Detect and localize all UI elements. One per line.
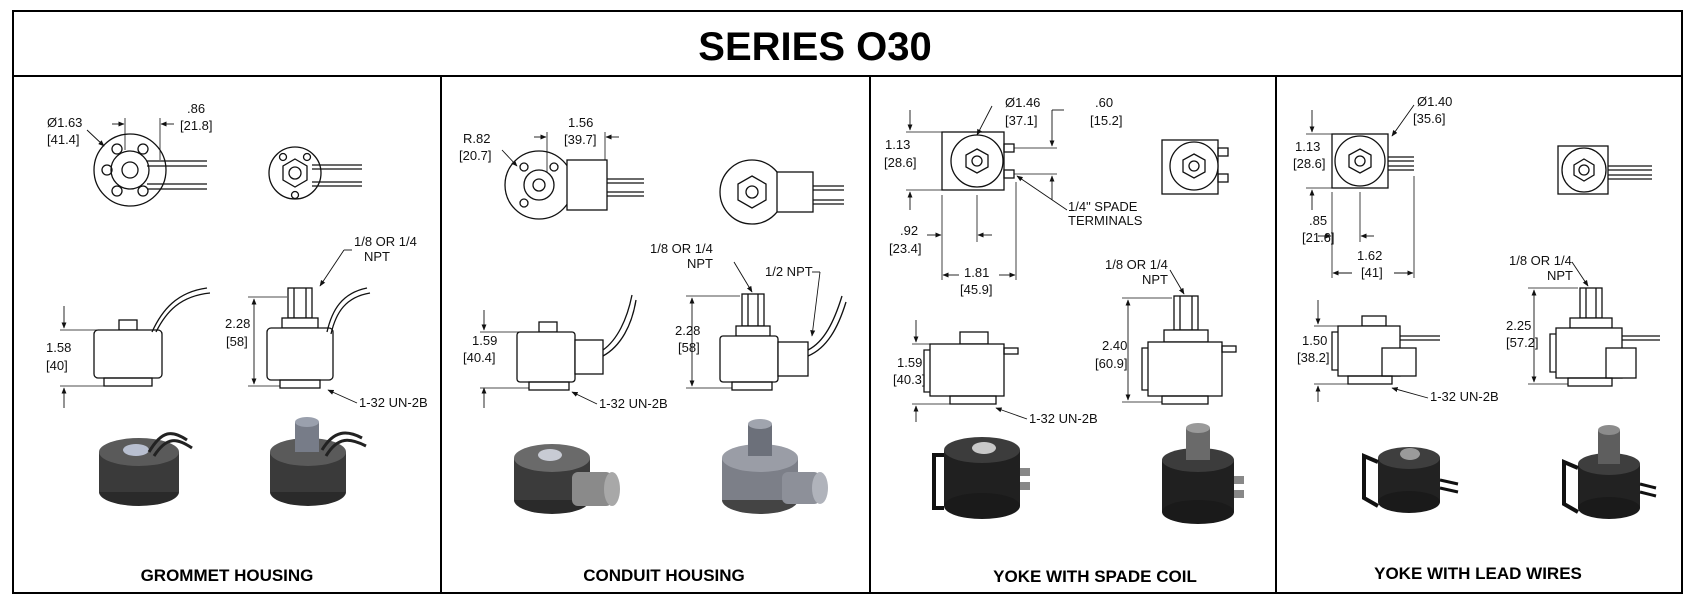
dim-spade-offset: .92 [900,223,918,238]
dim-spade-height2-mm: [60.9] [1095,356,1128,371]
dim-spade-diameter: Ø1.46 [1005,95,1040,110]
conduit-render-2 [722,419,828,514]
dim-lead-npt: 1/8 OR 1/4 [1509,253,1572,268]
panel-grommet-housing: Ø1.63 [41.4] .86 [21.8] 1.58 [40] [46,101,428,585]
lead-top-view-npt [1557,145,1652,195]
conduit-side-view-npt [686,261,847,391]
caption-yoke-spade-coil: YOKE WITH SPADE COIL [993,567,1197,586]
dim-conduit-npt-line2: NPT [687,256,713,271]
dim-lead-height2-mm: [57.2] [1506,335,1539,350]
lead-side-view-npt [1528,261,1660,387]
caption-yoke-lead-wires: YOKE WITH LEAD WIRES [1374,564,1582,583]
dim-spade-terminals: 1/4" SPADE [1068,199,1138,214]
dim-grommet-thread: 1-32 UN-2B [359,395,428,410]
dim-conduit-conduit-npt: 1/2 NPT [765,264,813,279]
grommet-top-view [86,118,207,207]
dim-grommet-offset-mm: [21.8] [180,118,213,133]
caption-conduit-housing: CONDUIT HOUSING [583,566,745,585]
spade-render-2 [1162,423,1244,524]
dim-spade-thread: 1-32 UN-2B [1029,411,1098,426]
dim-spade-diameter-mm: [37.1] [1005,113,1038,128]
spade-top-view-npt [1161,139,1229,195]
dim-lead-width-mm: [41] [1361,265,1383,280]
dim-conduit-width-mm: [39.7] [564,132,597,147]
conduit-side-view [480,294,637,408]
dim-grommet-height2: 2.28 [225,316,250,331]
panel-conduit-housing: R.82 [20.7] 1.56 [39.7] 1.59 [40.4] [459,115,847,585]
dim-lead-depth: 1.13 [1295,139,1320,154]
lead-side-view [1314,300,1440,402]
dim-spade-npt: 1/8 OR 1/4 [1105,257,1168,272]
dim-conduit-height2-mm: [58] [678,340,700,355]
grommet-side-view-npt [248,249,371,404]
dim-spade-spacing: .60 [1095,95,1113,110]
dim-lead-diameter-mm: [35.6] [1413,111,1446,126]
spade-side-view [912,320,1028,422]
dim-grommet-npt-line2: NPT [364,249,390,264]
dim-conduit-height2: 2.28 [675,323,700,338]
dim-conduit-radius-mm: [20.7] [459,148,492,163]
dim-conduit-height: 1.59 [472,333,497,348]
lead-render-2 [1562,425,1657,519]
dim-grommet-npt: 1/8 OR 1/4 [354,234,417,249]
dim-spade-height-mm: [40.3] [893,372,926,387]
panel-yoke-spade-coil: Ø1.46 [37.1] .60 [15.2] 1.13 [28.6] 1/4"… [884,95,1244,586]
grommet-render-2 [270,417,367,506]
dim-spade-spacing-mm: [15.2] [1090,113,1123,128]
dim-lead-offset: .85 [1309,213,1327,228]
dim-lead-offset-mm: [21.6] [1302,230,1335,245]
spade-top-view [906,105,1068,280]
grommet-render-1 [99,432,193,506]
dim-conduit-height-mm: [40.4] [463,350,496,365]
dim-spade-npt-line2: NPT [1142,272,1168,287]
sheet-title: SERIES O30 [698,25,931,69]
grommet-side-view [60,287,211,408]
drawing-sheet: SERIES O30 Ø1.63 [41.4] .86 [21.8] [12,10,1683,594]
dim-spade-width-mm: [45.9] [960,282,993,297]
dim-conduit-npt: 1/8 OR 1/4 [650,241,713,256]
dim-grommet-diameter-mm: [41.4] [47,132,80,147]
lead-top-view [1306,104,1415,278]
dim-spade-width: 1.81 [964,265,989,280]
dim-lead-height2: 2.25 [1506,318,1531,333]
dim-lead-width: 1.62 [1357,248,1382,263]
conduit-top-view-npt [719,159,844,225]
dim-spade-terminals-line2: TERMINALS [1068,213,1143,228]
dim-lead-diameter: Ø1.40 [1417,94,1452,109]
dim-conduit-radius: R.82 [463,131,490,146]
dim-lead-thread: 1-32 UN-2B [1430,389,1499,404]
dim-lead-height-mm: [38.2] [1297,350,1330,365]
dim-lead-height: 1.50 [1302,333,1327,348]
caption-grommet-housing: GROMMET HOUSING [141,566,314,585]
dim-grommet-offset: .86 [187,101,205,116]
dim-grommet-diameter: Ø1.63 [47,115,82,130]
spade-render-1 [932,437,1030,519]
dim-grommet-height-mm: [40] [46,358,68,373]
spade-side-view-npt [1122,269,1237,405]
grommet-top-view-npt [268,146,362,200]
dim-grommet-height: 1.58 [46,340,71,355]
dim-conduit-width: 1.56 [568,115,593,130]
dim-spade-height2: 2.40 [1102,338,1127,353]
dim-spade-height: 1.59 [897,355,922,370]
dim-grommet-height2-mm: [58] [226,334,248,349]
dim-spade-depth-mm: [28.6] [884,155,917,170]
dim-lead-depth-mm: [28.6] [1293,156,1326,171]
dim-spade-depth: 1.13 [885,137,910,152]
lead-render-1 [1362,447,1459,513]
dim-lead-npt-line2: NPT [1547,268,1573,283]
conduit-top-view [501,132,644,220]
dim-conduit-thread: 1-32 UN-2B [599,396,668,411]
conduit-render-1 [514,444,620,514]
dim-spade-offset-mm: [23.4] [889,241,922,256]
panel-yoke-lead-wires: Ø1.40 [35.6] 1.13 [28.6] .85 [21.6] 1.62… [1293,94,1660,583]
